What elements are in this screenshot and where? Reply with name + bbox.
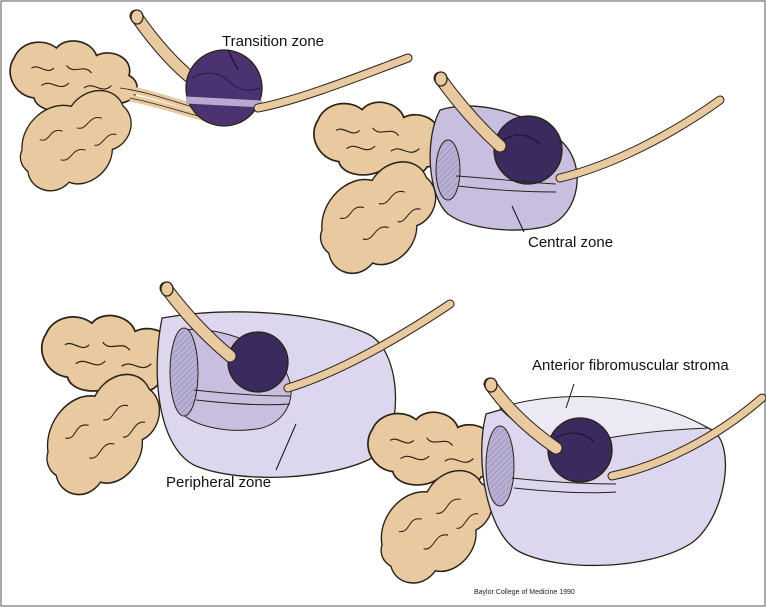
label-central-zone: Central zone: [528, 234, 613, 251]
transition-zone-lobe: [186, 50, 262, 126]
panel-peripheral-zone: Peripheral zone: [30, 282, 450, 516]
seminal-vesicle: [368, 412, 500, 487]
panel-central-zone: Central zone: [305, 72, 720, 293]
credit-text: Baylor College of Medicine 1990: [474, 589, 575, 596]
label-transition-zone: Transition zone: [222, 33, 324, 50]
seminal-vesicle: [314, 102, 446, 177]
label-peripheral-zone: Peripheral zone: [166, 474, 271, 491]
panel-anterior-stroma: Anterior fibromuscular stroma: [364, 357, 762, 602]
label-anterior-stroma: Anterior fibromuscular stroma: [532, 357, 729, 374]
